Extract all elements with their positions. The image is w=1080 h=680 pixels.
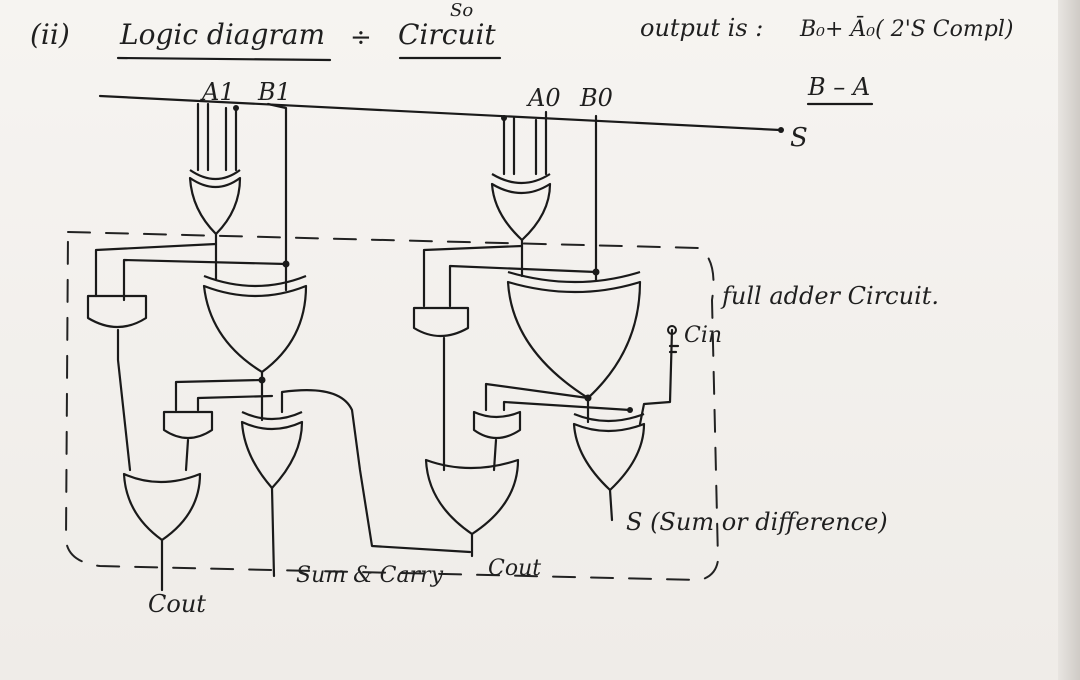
sum-carry-label: Sum & Carry [296,563,444,588]
input-b0-label: B0 [579,84,613,112]
junction [501,115,507,121]
input-a0-label: A0 [526,84,561,112]
xor-gate-sum-0 [506,280,642,400]
xor-gate-out-1-curve [241,411,303,421]
diagram-title: Logic diagram [119,18,325,51]
page-edge-shadow [1058,0,1080,680]
and-gate-3 [412,306,470,338]
wire-to-and2-b [196,394,274,412]
select-line-terminal [778,127,784,133]
and-gate-1 [86,294,148,328]
xor-gate-sum-1 [202,284,308,374]
cout-right-label: Cout [488,556,541,581]
junction [627,407,633,413]
top-note: So [450,0,473,21]
wire-s-out [608,488,614,522]
wire-feed-and1-b [122,258,288,302]
sum-difference-label: S (Sum or difference) [626,508,888,536]
xor-gate-sum-1-curve [203,274,307,288]
logic-diagram: (ii) Logic diagram ÷ Circuit So output i… [30,0,1013,618]
xor-gate-0-curve [491,173,551,184]
input-b1-label: B1 [257,78,291,106]
stage-bit-0 [412,110,680,558]
circuit-word: Circuit [398,18,496,51]
wire-to-and4-b [502,400,632,412]
xor-gate-1-extra-curve [189,169,241,181]
wire-to-and2 [174,378,264,412]
xor-gate-out-0-curve [573,412,645,423]
and-gate-2 [162,410,214,440]
or-gate-cout-1 [122,472,202,542]
section-number: (ii) [30,18,70,51]
output-expression: B₀+ Ā₀( 2'S Compl) [799,16,1013,42]
select-s-label: S [790,123,808,153]
xor-gate-1 [188,176,242,236]
title-underline [116,56,332,62]
cin-terminal [667,325,677,335]
wire-feed-and3 [422,244,524,308]
wire-and1-out [116,328,132,472]
xor-gate-out-1 [240,420,304,490]
cin-label: Cin [684,323,722,348]
output-label: output is : [640,14,763,42]
junction [233,105,239,111]
full-adder-boundary [64,230,720,582]
wire-b1 [266,102,288,292]
wire-feed-and1 [94,242,218,298]
full-adder-label: full adder Circuit. [720,282,939,310]
wire-carry-to-next [280,389,472,554]
select-line-s [98,94,782,132]
wire-sum-carry-out [270,486,276,578]
output-subtraction: B – A [807,73,870,101]
and-gate-4 [472,410,522,440]
cout-left-label: Cout [148,590,206,618]
wire-feed-and3-b [448,264,598,308]
wire-to-and4 [484,382,590,412]
wire-and2-out [184,438,190,472]
xor-gate-sum-0-curve [507,270,641,284]
xor-gate-out-0 [572,422,646,492]
title-separator: ÷ [350,23,372,53]
or-gate-cout-0 [424,458,520,536]
stage-bit-1 [86,102,472,592]
xor-gate-0 [490,182,552,242]
wire-cin [638,328,674,426]
cin-ground-mark [668,344,680,354]
